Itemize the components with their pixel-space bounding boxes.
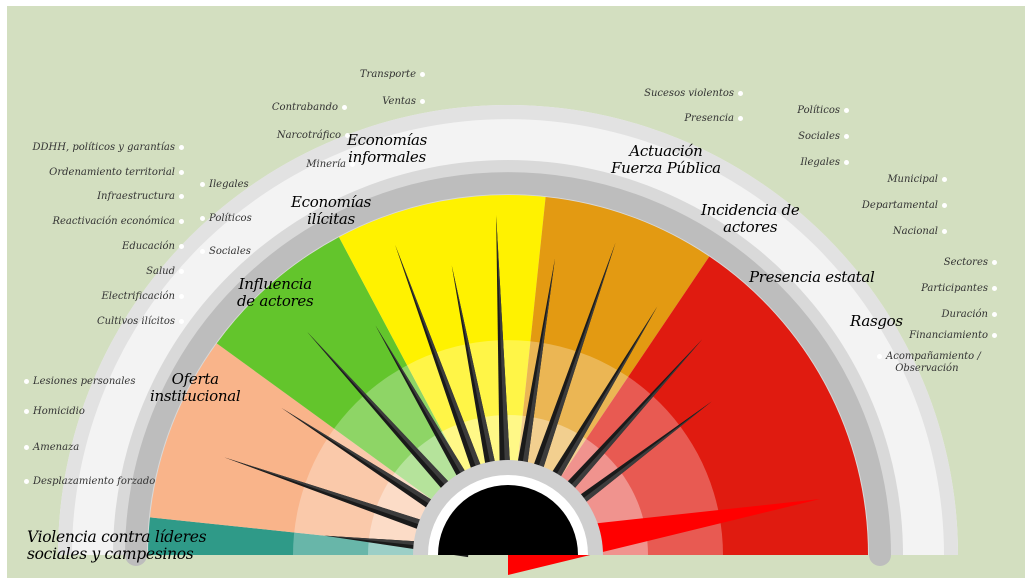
sub-item: Sociales [196, 246, 251, 258]
gauge-hub [413, 460, 603, 555]
sub-item: Ilegales [800, 157, 853, 169]
label-actuacion-fuerza-publica: Actuación Fuerza Pública [611, 142, 721, 177]
sub-item: Departamental [862, 200, 951, 212]
gauge-segments [148, 195, 868, 556]
sub-item: Amenaza [20, 442, 79, 454]
label-violencia: Violencia contra líderes sociales y camp… [27, 528, 207, 563]
sub-item: Homicidio [20, 406, 85, 418]
sub-item: Ilegales [196, 179, 249, 191]
star-spike-shade [395, 244, 501, 518]
sub-item: Acompañamiento / Observación [873, 351, 981, 375]
star-spike [522, 306, 658, 525]
segment-red [508, 256, 868, 555]
sub-item: Transporte [360, 69, 429, 81]
sub-item: Desplazamiento forzado [20, 476, 155, 488]
star-spike-shade [521, 242, 616, 520]
star-spike [529, 339, 703, 530]
star-spike [514, 242, 616, 520]
label-economias-ilicitas: Economías ilícitas [291, 193, 372, 228]
sub-item: Políticos [196, 213, 252, 225]
gauge-needle [508, 499, 820, 575]
star-spike-shade [496, 215, 513, 516]
star-spike-shade [528, 306, 658, 525]
label-rasgos: Rasgos [850, 312, 903, 330]
sub-item: Financiamiento [909, 330, 1001, 342]
sub-item: Salud [146, 266, 188, 278]
sub-item: Presencia [684, 113, 747, 125]
sub-item: Sectores [944, 257, 1001, 269]
sub-item: Educación [122, 241, 188, 253]
sub-item: Infraestructura [97, 191, 188, 203]
label-oferta-institucional: Oferta institucional [150, 370, 241, 405]
gauge [58, 105, 958, 575]
diagram-frame: Violencia contra líderes sociales y camp… [7, 6, 1025, 578]
star-spike-shade [307, 332, 487, 526]
star-spike-shade [534, 339, 703, 530]
sub-item: Ventas [382, 96, 429, 108]
star-spike-shade [281, 407, 479, 534]
label-presencia-estatal: Presencia estatal [749, 268, 875, 286]
label-economias-informales: Economías informales [347, 131, 428, 166]
sub-item: Sociales [798, 131, 853, 143]
gauge-track [125, 172, 891, 566]
sub-item: Ordenamiento territorial [49, 167, 188, 179]
label-influencia-de-actores: Influencia de actores [237, 275, 314, 310]
sub-item: Reactivación económica [52, 216, 188, 228]
star-spike-shade [451, 265, 507, 516]
sub-item: Duración [942, 309, 1001, 321]
star-spike [508, 258, 555, 517]
sub-item: Participantes [921, 283, 1001, 295]
sub-item: Nacional [893, 226, 951, 238]
sub-item: Minería [306, 159, 359, 171]
sub-item: Narcotráfico [277, 130, 354, 142]
star-spike [224, 457, 473, 549]
hub-center [438, 485, 578, 555]
sub-item: DDHH, políticos y garantías [33, 142, 189, 154]
star-spike-shade [224, 457, 473, 542]
sub-item: Municipal [887, 174, 951, 186]
needle-shape [508, 499, 820, 575]
sub-item: Políticos [797, 105, 853, 117]
sub-item: Electrificación [101, 291, 188, 303]
sub-item: Cultivos ilícitos [97, 316, 188, 328]
label-incidencia-de-actores: Incidencia de actores [701, 201, 800, 236]
sub-item: Contrabando [272, 102, 351, 114]
sub-item: Lesiones personales [20, 376, 135, 388]
star-spike-shade [514, 258, 555, 517]
sub-item: Sucesos violentos [644, 88, 747, 100]
